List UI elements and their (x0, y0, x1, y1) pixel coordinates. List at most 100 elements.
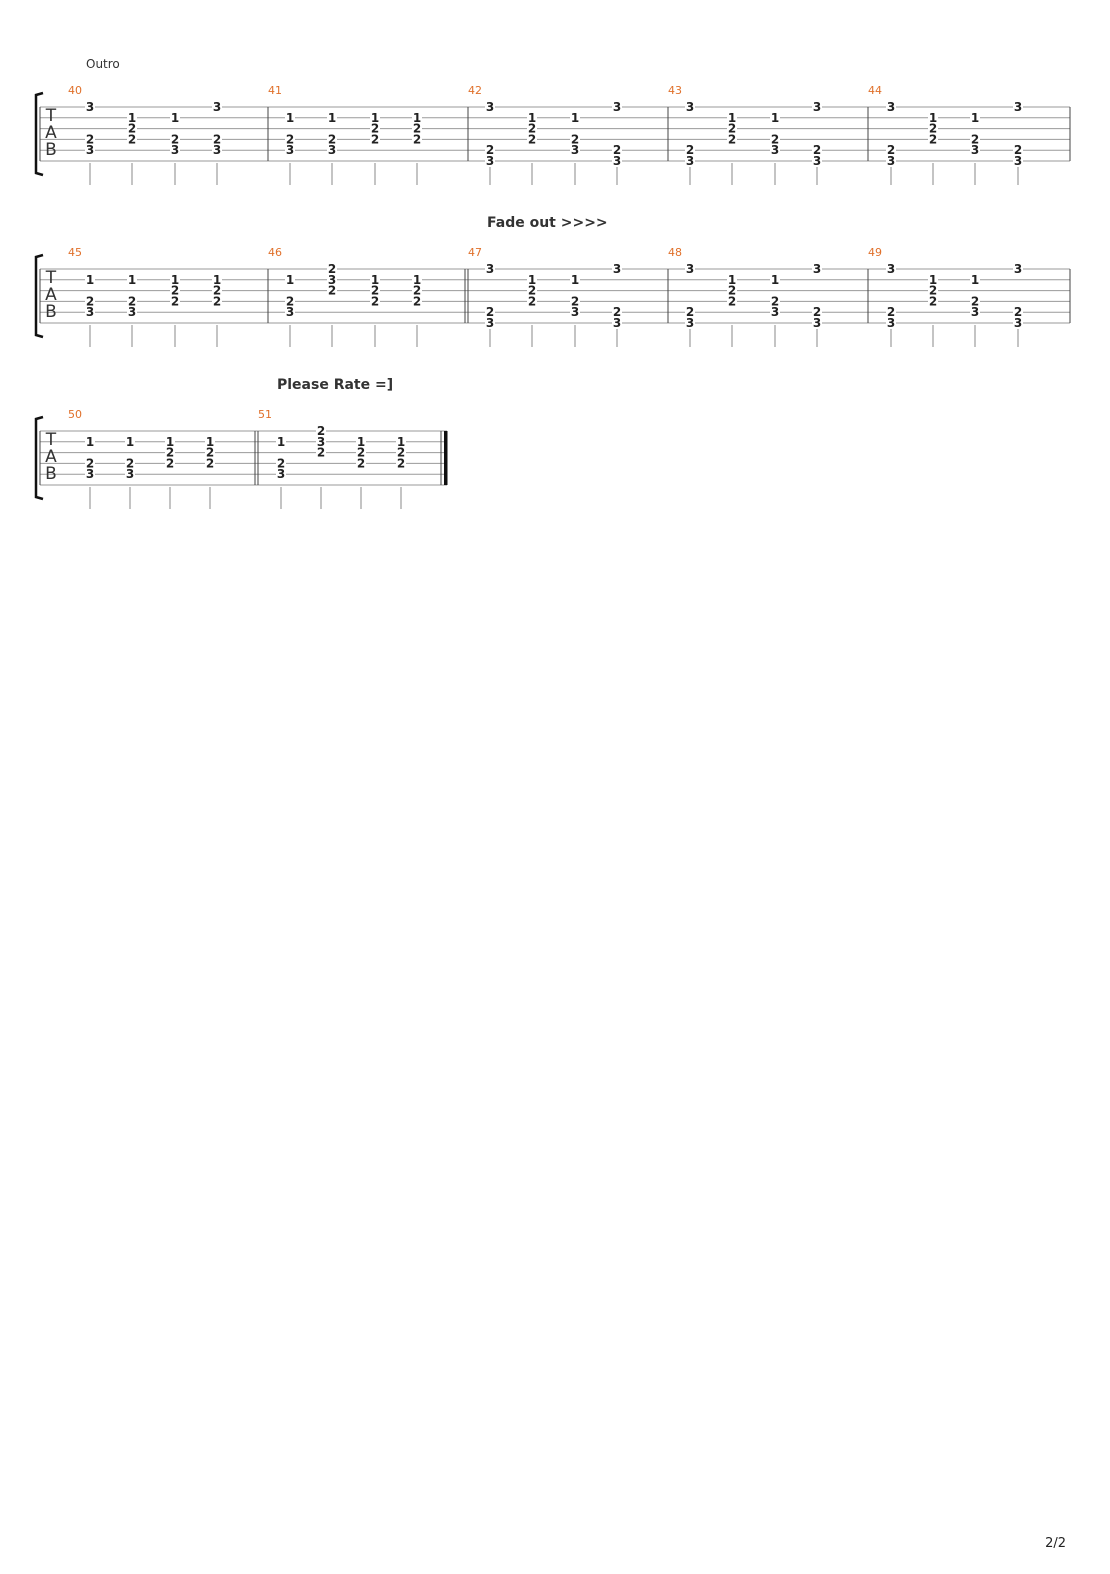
fret-number: 2 (813, 305, 821, 319)
fret-background (356, 457, 366, 469)
fret-background (485, 263, 495, 274)
fret-background (370, 295, 380, 307)
fret-background (928, 111, 938, 123)
fret-number: 2 (413, 122, 421, 136)
fret-background (412, 295, 422, 307)
fret-background (276, 468, 286, 480)
tab-clef-letter: B (45, 140, 57, 160)
fret-number: 3 (771, 305, 779, 319)
fret-number: 2 (728, 122, 736, 136)
fret-number: 1 (206, 435, 214, 449)
fret-background (165, 457, 175, 469)
fret-number: 3 (613, 262, 621, 276)
fret-background (812, 144, 822, 156)
fret-background (370, 111, 380, 123)
fret-number: 3 (86, 143, 94, 157)
fret-background (127, 295, 137, 307)
fret-background (1013, 155, 1023, 166)
tab-clef-letter: A (45, 123, 57, 143)
fret-background (327, 111, 337, 123)
fret-number: 3 (887, 316, 895, 330)
fret-background (170, 273, 180, 285)
tab-clef-letter: B (45, 464, 57, 484)
annotation-fade-out: Fade out >>>> (487, 215, 608, 231)
fret-number: 1 (929, 273, 937, 287)
fret-number: 3 (887, 100, 895, 114)
fret-background (1013, 306, 1023, 318)
fret-number: 1 (328, 111, 336, 125)
fret-background (127, 122, 137, 134)
fret-number: 3 (171, 143, 179, 157)
fret-background (212, 133, 222, 145)
fret-number: 2 (528, 284, 536, 298)
annotation-please-rate: Please Rate =] (277, 377, 393, 393)
fret-background (770, 273, 780, 285)
fret-background (685, 317, 695, 328)
fret-background (285, 273, 295, 285)
fret-background (170, 111, 180, 123)
fret-number: 3 (813, 316, 821, 330)
fret-background (886, 155, 896, 166)
fret-background (276, 435, 286, 447)
fret-background (170, 295, 180, 307)
fret-background (285, 295, 295, 307)
fret-background (412, 133, 422, 145)
fret-number: 2 (328, 262, 336, 276)
fret-background (886, 263, 896, 274)
fret-number: 1 (171, 273, 179, 287)
fret-number: 3 (1014, 154, 1022, 168)
fret-background (527, 122, 537, 134)
system-bracket (34, 91, 44, 177)
fret-background (127, 273, 137, 285)
fret-number: 2 (887, 305, 895, 319)
fret-background (570, 111, 580, 123)
fret-background (412, 111, 422, 123)
fret-number: 1 (128, 111, 136, 125)
fret-number: 1 (971, 273, 979, 287)
fret-number: 2 (397, 456, 405, 470)
measure-number: 42 (468, 84, 482, 97)
fret-background (165, 435, 175, 447)
fret-number: 1 (971, 111, 979, 125)
fret-background (285, 306, 295, 318)
fret-background (327, 133, 337, 145)
fret-background (727, 295, 737, 307)
fret-background (276, 457, 286, 469)
fret-background (85, 144, 95, 156)
fret-number: 2 (413, 284, 421, 298)
fret-number: 3 (486, 262, 494, 276)
fret-background (485, 144, 495, 156)
fret-number: 1 (86, 435, 94, 449)
fret-background (527, 111, 537, 123)
fret-number: 2 (286, 294, 294, 308)
tab-clef-letter: T (45, 268, 57, 288)
fret-background (570, 306, 580, 318)
fret-number: 1 (126, 435, 134, 449)
fret-background (612, 101, 622, 112)
fret-background (727, 273, 737, 285)
fret-number: 2 (728, 284, 736, 298)
fret-number: 3 (1014, 100, 1022, 114)
fret-background (570, 273, 580, 285)
tab-clef-letter: T (45, 430, 57, 450)
fret-background (85, 101, 95, 112)
fret-number: 1 (929, 111, 937, 125)
fret-number: 2 (613, 305, 621, 319)
fret-background (570, 133, 580, 145)
fret-number: 2 (613, 143, 621, 157)
fret-background (685, 306, 695, 318)
fret-number: 3 (486, 316, 494, 330)
fret-number: 2 (686, 143, 694, 157)
fret-background (212, 273, 222, 285)
fret-background (812, 263, 822, 274)
fret-number: 2 (971, 294, 979, 308)
fret-number: 2 (929, 132, 937, 146)
fret-number: 2 (486, 305, 494, 319)
measure-number: 45 (68, 246, 82, 259)
fret-number: 3 (813, 100, 821, 114)
fret-number: 1 (357, 435, 365, 449)
fret-background (527, 284, 537, 296)
fret-number: 2 (571, 294, 579, 308)
fret-number: 2 (371, 294, 379, 308)
